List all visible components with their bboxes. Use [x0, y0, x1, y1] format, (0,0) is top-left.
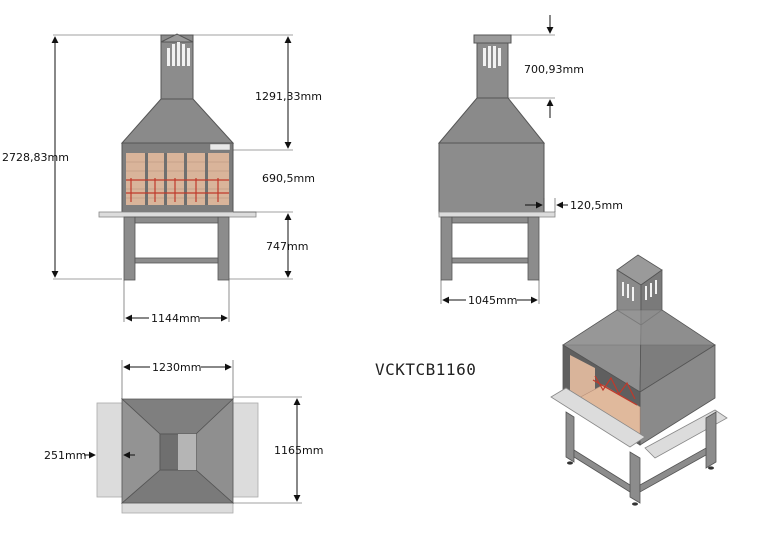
front-base [123, 216, 230, 281]
iso-shelf-left [550, 387, 646, 448]
iso-grill-rack [592, 375, 638, 406]
front-hood [120, 98, 235, 144]
chimney-height-label: 700,93mm [524, 63, 584, 76]
side-base [440, 216, 540, 281]
front-view [98, 33, 257, 281]
iso-feet [567, 461, 714, 506]
top-shelf-left [96, 402, 123, 498]
shelf-overhang-label: 120,5mm [570, 199, 623, 212]
front-chimney [160, 33, 194, 100]
shelf-width-label: 251mm [44, 449, 86, 462]
front-firebox-bricks [126, 153, 229, 205]
front-badge [209, 143, 231, 151]
front-grill-rack [126, 178, 229, 202]
side-depth-label: 1045mm [468, 294, 517, 307]
side-hood [437, 97, 546, 144]
iso-base [565, 411, 717, 504]
top-view [96, 398, 259, 514]
top-depth-label: 1165mm [274, 444, 323, 457]
top-shelf-front [121, 502, 234, 514]
side-body [438, 142, 545, 214]
total-height-label: 2728,83mm [2, 151, 69, 164]
base-height-label: 747mm [266, 240, 308, 253]
iso-hood-back [561, 309, 716, 346]
front-width-label: 1144mm [151, 312, 200, 325]
front-dimensions [51, 34, 293, 322]
front-chimney-vents [167, 42, 190, 66]
side-view [437, 34, 556, 281]
top-shelf-right [232, 402, 259, 498]
firebox-height-label: 690,5mm [262, 172, 315, 185]
top-dimensions [84, 360, 302, 504]
side-chimney [476, 34, 509, 99]
isometric-view [550, 254, 728, 506]
side-shelf [438, 211, 556, 218]
hood-height-label: 1291,33mm [255, 90, 322, 103]
top-width-label: 1230mm [152, 361, 201, 374]
side-chimney-vents [483, 46, 501, 68]
front-firebox-posts [145, 153, 208, 205]
model-code: VCKTCB1160 [375, 360, 476, 379]
front-shelf [98, 211, 257, 218]
